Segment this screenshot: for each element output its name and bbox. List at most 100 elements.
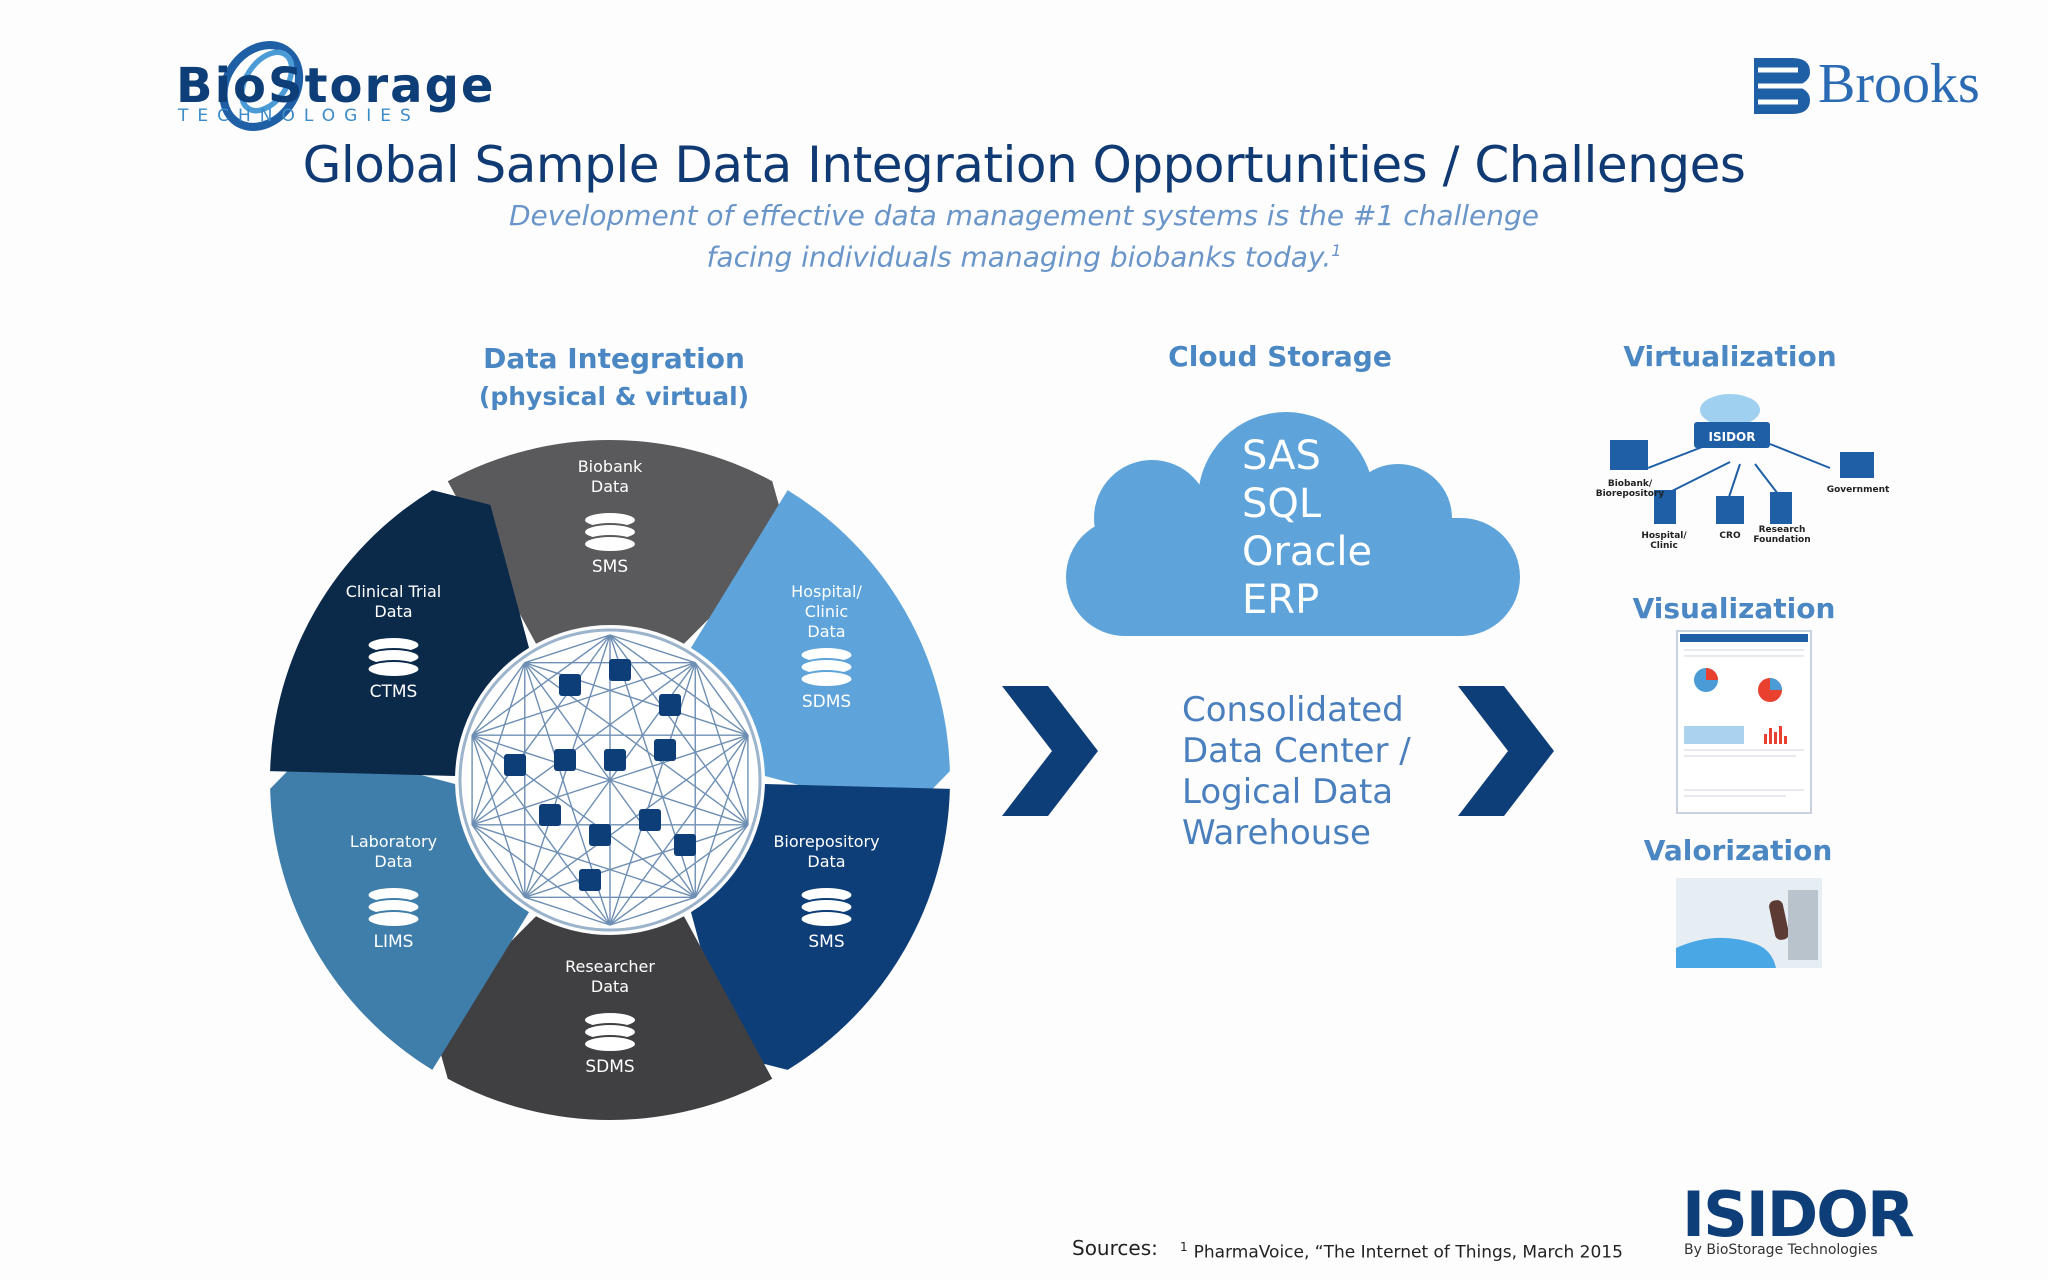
node-biobank-line1: Biobank/ xyxy=(1608,479,1653,489)
wheel-system-label: SMS xyxy=(808,932,844,952)
wheel-system-label: SDMS xyxy=(802,692,851,712)
chevron-right-icon xyxy=(1458,686,1554,816)
subtitle-line-1: Development of effective data management… xyxy=(508,199,1540,232)
file-icon xyxy=(674,834,696,856)
wheel-segment-label: Hospital/ xyxy=(791,582,862,601)
hub-link xyxy=(471,734,526,898)
virtualization-heading: Virtualization xyxy=(1623,340,1837,373)
cloud-icon xyxy=(1066,412,1520,636)
wheel-system-label: LIMS xyxy=(374,932,414,952)
wheel-segment-label: Biobank xyxy=(578,457,643,476)
wheel-system-label: CTMS xyxy=(370,682,418,702)
database-icon xyxy=(583,511,637,553)
database-icon xyxy=(583,1011,637,1053)
node-biobank-line2: Biorepository xyxy=(1596,489,1665,499)
hub-link xyxy=(471,662,526,826)
brooks-logo-text: Brooks xyxy=(1818,53,1980,115)
file-icon xyxy=(659,694,681,716)
biostorage-logo xyxy=(219,41,304,131)
node-hospital-line2: Clinic xyxy=(1650,541,1678,551)
cloud-item-erp: ERP xyxy=(1242,577,1320,623)
hub-link xyxy=(524,634,611,664)
wheel-system-label: SDMS xyxy=(585,1057,634,1077)
data-integration-wheel: BiobankDataSMSHospital/ClinicDataSDMSBio… xyxy=(270,439,950,1120)
data-integration-heading-line1: Data Integration xyxy=(483,342,745,375)
brooks-logo-mark xyxy=(1754,58,1810,114)
hub-link xyxy=(471,662,696,736)
hub-link xyxy=(471,824,611,926)
file-icon xyxy=(559,674,581,696)
hub-link xyxy=(471,634,611,826)
hub-link xyxy=(471,734,611,926)
sources-label: Sources: xyxy=(1072,1236,1158,1260)
consolidated-data-center-text: Consolidated Data Center / Logical Data … xyxy=(1182,690,1411,854)
building-icon xyxy=(1610,440,1874,524)
wheel-segment-label: Biorepository xyxy=(773,832,879,851)
sample-handling-photo xyxy=(1676,878,1822,968)
hub-link xyxy=(471,824,526,898)
network-hub: ISIDOR xyxy=(1694,394,1770,448)
hub-link xyxy=(524,896,611,926)
data-integration-heading: Data Integration (physical & virtual) xyxy=(414,340,814,416)
wheel-system-label: SMS xyxy=(592,557,628,577)
database-icon xyxy=(366,636,421,678)
wheel-segment-label: Data xyxy=(807,852,845,871)
database-icon xyxy=(799,646,854,688)
hub-link xyxy=(609,734,749,926)
page-subtitle: Development of effective data management… xyxy=(424,198,1624,274)
consolidated-line-3: Logical Data xyxy=(1182,772,1394,812)
consolidated-line-2: Data Center / xyxy=(1182,731,1411,771)
hub-link xyxy=(524,824,749,898)
file-icon xyxy=(654,739,676,761)
wheel-segment-label: Data xyxy=(591,477,629,496)
visualization-heading: Visualization xyxy=(1632,592,1836,625)
file-icon xyxy=(504,754,526,776)
cloud-storage-heading: Cloud Storage xyxy=(1168,340,1392,373)
hub-link xyxy=(471,662,526,736)
hub-link xyxy=(609,634,696,664)
node-research-line2: Foundation xyxy=(1753,535,1810,545)
node-hospital-line1: Hospital/ xyxy=(1641,531,1687,541)
database-icon xyxy=(799,886,854,928)
valorization-heading: Valorization xyxy=(1643,834,1833,867)
page-title: Global Sample Data Integration Opportuni… xyxy=(302,136,1746,194)
dashboard-thumbnail xyxy=(1676,630,1812,814)
network-hub-label: ISIDOR xyxy=(1709,430,1756,444)
file-icon xyxy=(554,749,576,771)
chevron-right-icon xyxy=(1002,686,1098,816)
file-icon xyxy=(539,804,561,826)
hub-link xyxy=(524,662,696,898)
subtitle-footnote-ref: 1 xyxy=(1331,241,1342,260)
virtualization-network-diagram: ISIDOR Biobank/ Biorepository Government… xyxy=(1596,394,1890,551)
wheel-segment-label: Data xyxy=(807,622,845,641)
file-icon xyxy=(639,809,661,831)
biostorage-logo-text: BioStorage xyxy=(176,58,496,114)
wheel-segment-label: Clinic xyxy=(805,602,848,621)
node-government: Government xyxy=(1827,485,1890,495)
data-integration-heading-line2: (physical & virtual) xyxy=(478,382,750,411)
file-icon xyxy=(589,824,611,846)
wheel-segment-label: Data xyxy=(374,602,412,621)
hub-link xyxy=(609,634,749,826)
isidor-logo-text: ISIDOR xyxy=(1682,1184,1914,1242)
file-icon xyxy=(609,659,631,681)
wheel-segment-label: Data xyxy=(374,852,412,871)
wheel-segment-label: Researcher xyxy=(565,957,655,976)
cloud-database-list: SAS SQL Oracle ERP xyxy=(1242,432,1372,624)
cloud-item-oracle: Oracle xyxy=(1242,529,1373,575)
hub-link xyxy=(609,896,696,926)
integration-hub xyxy=(458,628,762,932)
hub-link xyxy=(694,824,749,898)
subtitle-line-2: facing individuals managing biobanks tod… xyxy=(706,240,1342,274)
consolidated-line-4: Warehouse xyxy=(1182,813,1371,853)
cloud-item-sas: SAS xyxy=(1242,433,1321,479)
biostorage-logo-subtext: TECHNOLOGIES xyxy=(178,106,420,126)
sources-footnote-number: 1 xyxy=(1180,1240,1188,1254)
node-research-line1: Research xyxy=(1759,525,1806,535)
isidor-logo: ISIDOR xyxy=(1682,1184,1916,1242)
cloud-item-sql: SQL xyxy=(1242,481,1322,527)
wheel-segment xyxy=(270,490,530,776)
hub-link xyxy=(471,824,696,898)
isidor-byline: By BioStorage Technologies xyxy=(1684,1242,1878,1258)
